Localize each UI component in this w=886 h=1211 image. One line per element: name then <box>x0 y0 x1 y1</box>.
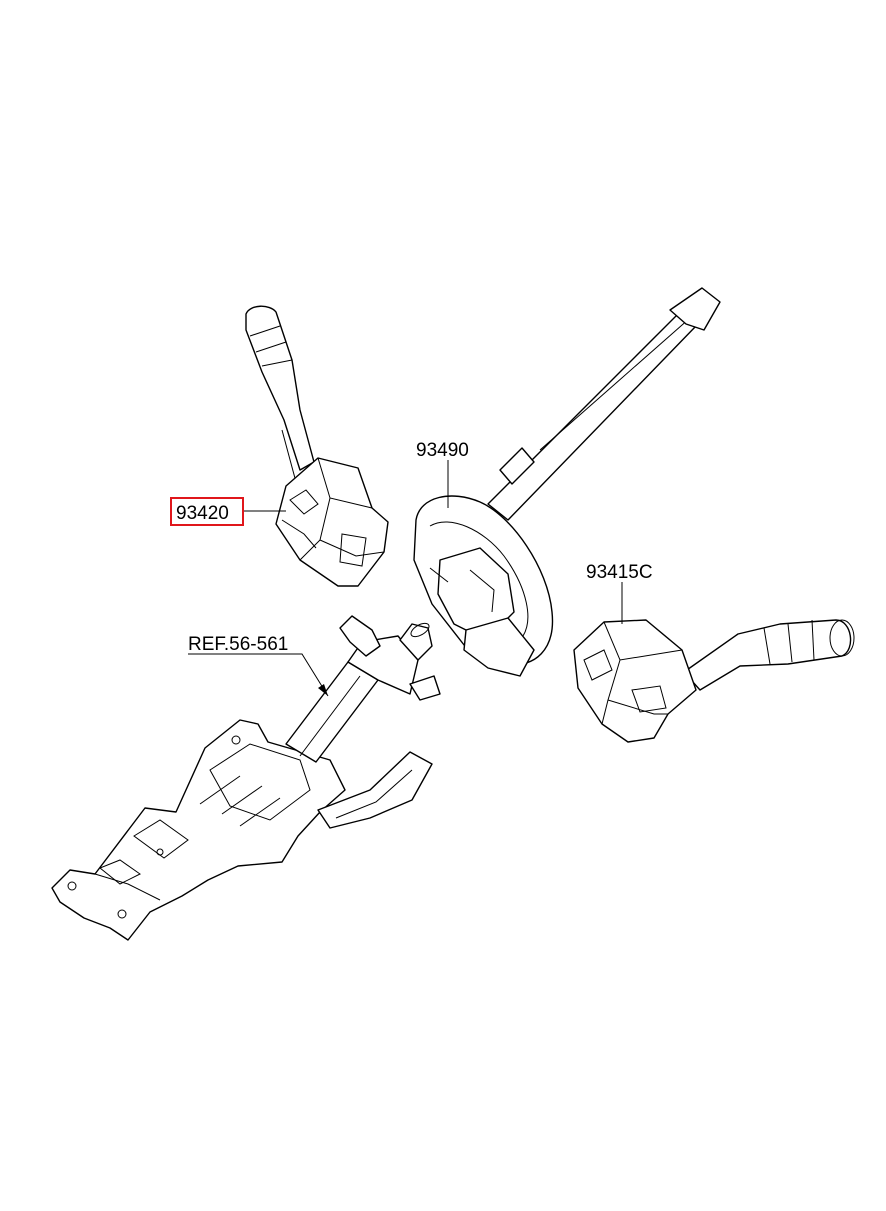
leader-ref-56-561 <box>188 653 329 697</box>
highlight-box-93420 <box>170 497 244 526</box>
steering-column <box>51 615 441 941</box>
callout-ref-56-561[interactable]: REF.56-561 <box>188 634 288 655</box>
leader-ref-arrowhead <box>318 684 328 696</box>
callout-93415c[interactable]: 93415C <box>586 562 653 583</box>
callout-93490[interactable]: 93490 <box>416 440 469 461</box>
callout-93420[interactable]: 93420 <box>176 503 229 524</box>
multifunction-switch <box>245 305 389 587</box>
wiper-switch <box>573 619 855 743</box>
clock-spring <box>413 287 721 677</box>
